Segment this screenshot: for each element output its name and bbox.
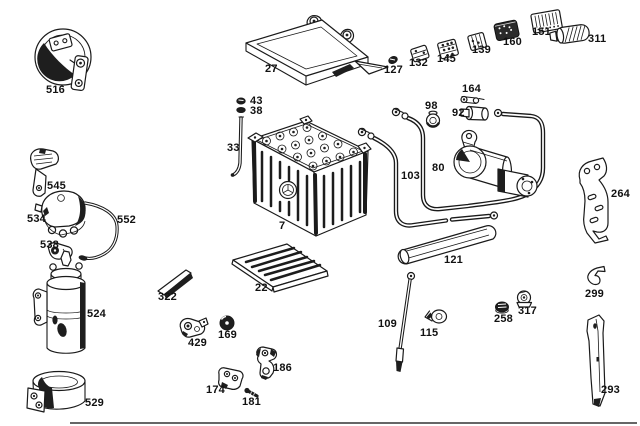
cable-80-drawing — [391, 107, 546, 212]
part-label-293: 293 — [601, 384, 620, 396]
clip-127-drawing — [388, 56, 398, 64]
part-label-524: 524 — [87, 308, 106, 320]
hook-299-drawing — [587, 265, 606, 286]
part-label-22: 22 — [255, 282, 268, 294]
terminal-92-drawing — [460, 105, 489, 121]
bracket-264-drawing — [578, 157, 609, 244]
part-label-27: 27 — [265, 63, 278, 75]
connector-132-drawing — [410, 44, 430, 63]
part-label-145: 145 — [437, 53, 456, 65]
part-label-151: 151 — [532, 26, 551, 38]
part-label-186: 186 — [273, 362, 292, 374]
connector-139-drawing — [467, 32, 487, 51]
part-label-552: 552 — [117, 214, 136, 226]
part-label-98: 98 — [425, 100, 438, 112]
part-label-139: 139 — [472, 44, 491, 56]
battery-tray-drawing — [245, 15, 389, 86]
part-label-538: 538 — [40, 239, 59, 251]
strip-322-drawing — [157, 269, 193, 299]
part-label-115: 115 — [420, 327, 439, 339]
link-164-drawing — [460, 95, 485, 105]
starter-motor-drawing — [453, 129, 538, 198]
connector-145-drawing — [437, 38, 459, 60]
part-label-109: 109 — [378, 318, 397, 330]
part-label-92: 92 — [452, 107, 465, 119]
tube-121-drawing — [397, 225, 497, 265]
connector-545-drawing — [30, 148, 59, 197]
distributor-cap-534-drawing — [34, 190, 86, 238]
part-label-43: 43 — [250, 95, 263, 107]
part-label-181: 181 — [242, 396, 261, 408]
grommet-169-drawing — [219, 315, 235, 331]
plate-22-drawing — [231, 243, 329, 293]
part-label-80: 80 — [432, 162, 445, 174]
cable-103-drawing — [357, 127, 499, 228]
clamp-529-drawing — [26, 370, 86, 413]
clamp-174-drawing — [218, 367, 244, 390]
part-label-169: 169 — [218, 329, 237, 341]
battery-drawing — [247, 115, 372, 237]
part-label-160: 160 — [503, 36, 522, 48]
part-label-516: 516 — [46, 84, 65, 96]
part-label-164: 164 — [462, 83, 481, 95]
part-label-38: 38 — [250, 105, 263, 117]
horn-drawing — [34, 28, 92, 92]
part-label-545: 545 — [47, 180, 66, 192]
part-label-299: 299 — [585, 288, 604, 300]
part-label-7: 7 — [279, 220, 286, 232]
part-label-317: 317 — [518, 305, 537, 317]
j-bolt-33-drawing — [230, 116, 245, 177]
part-label-264: 264 — [611, 188, 630, 200]
screw-181-drawing — [244, 387, 259, 398]
part-label-258: 258 — [494, 313, 513, 325]
clamp-317-drawing — [516, 290, 533, 308]
ignition-coil-drawing — [32, 250, 86, 354]
relay-160-drawing — [493, 19, 520, 42]
nut-258-drawing — [495, 301, 509, 314]
rod-109-drawing — [395, 271, 416, 372]
switch-429-drawing — [179, 317, 209, 338]
nut-98-drawing — [425, 110, 441, 128]
part-label-174: 174 — [206, 384, 225, 396]
roll-311-drawing — [549, 24, 590, 44]
part-label-322: 322 — [158, 291, 177, 303]
part-label-121: 121 — [444, 254, 463, 266]
part-label-103: 103 — [401, 170, 420, 182]
fuse-box-151-drawing — [530, 9, 563, 34]
part-label-132: 132 — [409, 57, 428, 69]
stay-293-drawing — [586, 314, 606, 407]
washer-38-drawing — [236, 107, 246, 113]
part-label-33: 33 — [227, 142, 240, 154]
part-label-311: 311 — [588, 33, 607, 45]
bracket-186-drawing — [256, 346, 278, 380]
part-label-534: 534 — [27, 213, 46, 225]
plug-wire-552-drawing — [78, 201, 119, 261]
part-label-429: 429 — [188, 337, 207, 349]
part-label-127: 127 — [384, 64, 403, 76]
part-label-529: 529 — [85, 397, 104, 409]
nut-43-drawing — [236, 97, 246, 105]
clip-115-drawing — [424, 309, 448, 324]
